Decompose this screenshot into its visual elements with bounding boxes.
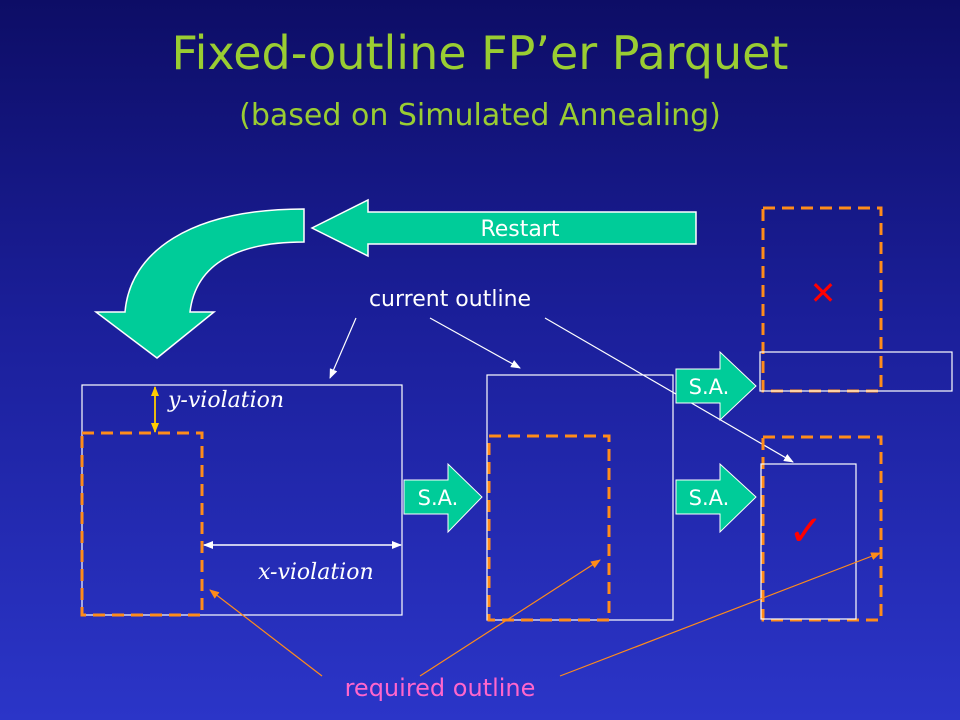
sa-middle-arrow bbox=[403, 462, 483, 534]
stage3-fail-required-outline bbox=[761, 206, 883, 393]
success-check-icon: ✓ bbox=[788, 506, 823, 555]
current-outline-pointer-3 bbox=[544, 317, 794, 463]
sa-top-arrow bbox=[675, 350, 757, 422]
stage3-success-current-outline bbox=[760, 463, 857, 620]
sa-right-label: S.A. bbox=[689, 486, 730, 510]
stage3-success-required-outline bbox=[761, 435, 883, 622]
required-outline-pointer-3 bbox=[559, 552, 881, 677]
fail-mark-icon: ✕ bbox=[810, 274, 837, 312]
current-outline-pointer-2 bbox=[429, 317, 521, 369]
stage1-required-outline bbox=[80, 431, 204, 617]
sa-middle-label: S.A. bbox=[418, 486, 459, 510]
restart-label: Restart bbox=[480, 217, 559, 242]
stage3-fail-current-outline bbox=[759, 351, 953, 392]
return-curve-arrow bbox=[93, 208, 305, 359]
restart-arrow bbox=[310, 198, 697, 258]
required-outline-pointer-2 bbox=[419, 559, 601, 677]
required-outline-pointer-1 bbox=[209, 589, 323, 677]
stage2-current-outline bbox=[486, 374, 674, 621]
stage2-required-outline bbox=[487, 434, 611, 622]
slide-subtitle: (based on Simulated Annealing) bbox=[239, 98, 721, 133]
current-outline-label: current outline bbox=[369, 287, 531, 312]
current-outline-pointer-1 bbox=[329, 317, 357, 379]
slide-title: Fixed-outline FP’er Parquet bbox=[171, 26, 789, 80]
required-outline-label: required outline bbox=[345, 674, 536, 702]
y-violation-label: y-violation bbox=[167, 388, 284, 413]
x-violation-label: x-violation bbox=[258, 560, 374, 585]
sa-right-arrow bbox=[675, 462, 757, 534]
sa-top-label: S.A. bbox=[689, 375, 730, 399]
